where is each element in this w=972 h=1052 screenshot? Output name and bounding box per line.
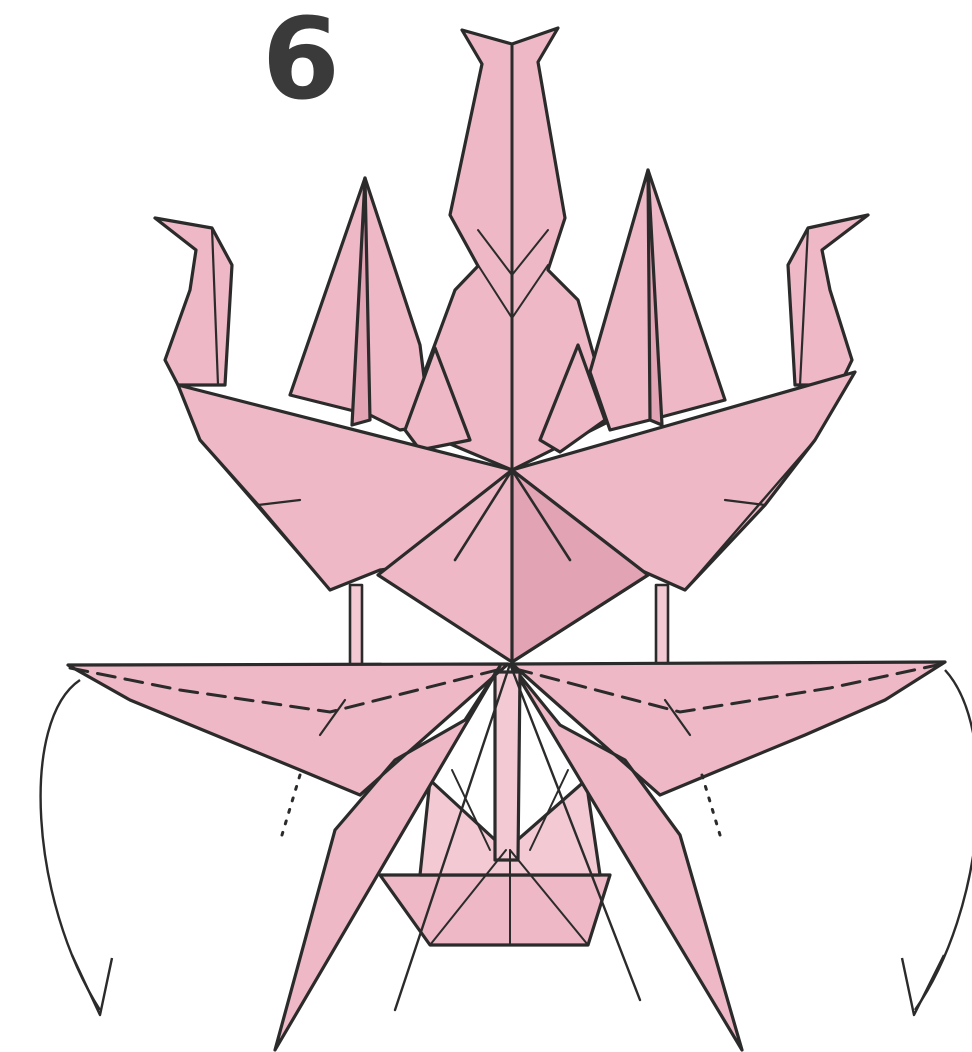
wing-head-left xyxy=(155,218,232,385)
leg-left xyxy=(350,585,362,668)
wing-head-right xyxy=(788,215,868,385)
paper-surfaces xyxy=(68,28,945,1050)
fold-arrow-left xyxy=(41,680,100,1010)
hidden-marker-left xyxy=(282,775,300,835)
fold-arrow-right-head xyxy=(902,955,944,1015)
fold-arrow-right xyxy=(915,670,972,1010)
fold-arrow-left-head xyxy=(72,955,112,1015)
leg-right xyxy=(656,585,668,668)
tail-base xyxy=(380,875,610,945)
hidden-marker-right xyxy=(702,775,720,835)
